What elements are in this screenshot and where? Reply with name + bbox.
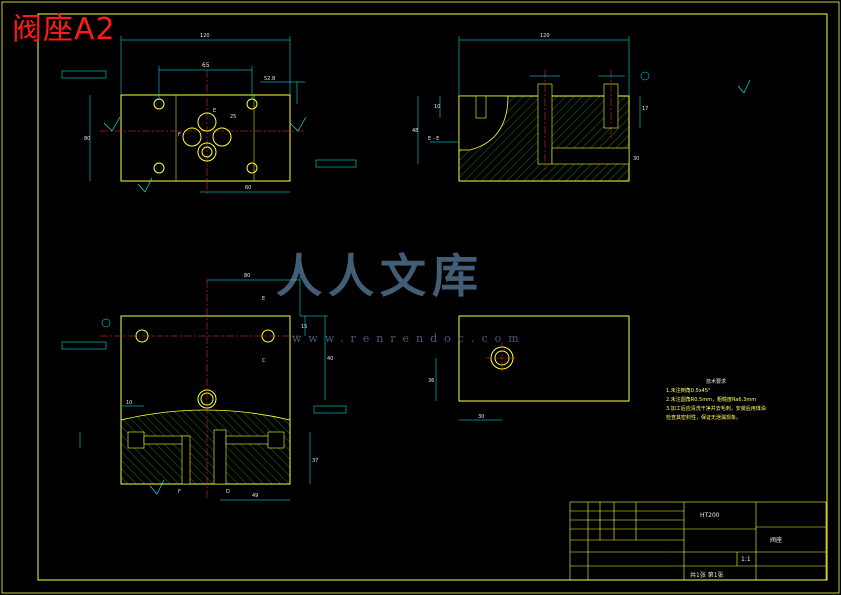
section-dim-30: 30 [633,156,639,162]
roughness-note-symbol [737,79,751,94]
watermark-url: www.renrendoc.com [292,332,526,345]
top-label-f: F [178,132,181,138]
side-dim-30: 30 [478,414,484,420]
top-dim-80: 80 [84,136,90,142]
title-block-part-name: 阀座 [770,537,783,544]
bottom-dim-15: 15 [301,324,307,330]
side-view: 30 36 [428,315,630,421]
top-dim-65: 65 [202,62,210,69]
section-dim-120: 120 [540,33,550,39]
watermark-brand: 人人文库 [276,249,484,303]
top-dim-120: 120 [200,33,210,39]
title-block-scale: 1:1 [741,556,751,563]
side-dim-36: 36 [428,378,434,384]
drawing-title: 阀座A2 [12,12,116,47]
notes-line-3: 3.加工后应清洗干净并去毛刺，安装后用煤油 [666,406,766,412]
top-label-e: E [213,108,216,114]
bottom-dim-80: 80 [244,273,250,279]
title-block [569,501,827,581]
technical-notes: 技术要求 1.未注倒角0.5x45° 2.未注圆角R0.5mm，粗糙度Ra6.3… [666,378,766,423]
title-block-sheet: 共1张 第1张 [690,572,724,579]
notes-heading: 技术要求 [706,379,727,385]
section-dim-17: 17 [642,106,648,112]
bottom-label-e: E [262,296,265,302]
bottom-label-f: F [178,489,181,495]
notes-line-4: 检查其密封性，保证无泄漏现象。 [666,415,742,421]
top-dim-25: 25 [230,114,236,120]
bottom-dim-40: 40 [327,356,333,362]
top-view: 65 120 80 60 52.8 25 E F [61,33,357,195]
notes-line-1: 1.未注倒角0.5x45° [666,388,711,394]
bottom-dim-37: 37 [312,458,318,464]
title-block-material: HT200 [700,512,720,519]
top-dim-60: 60 [245,185,251,191]
bottom-dim-49: 49 [252,493,258,499]
section-dim-10: 10 [434,104,440,110]
top-dim-52-8: 52.8 [264,76,275,82]
bottom-dim-10: 10 [126,400,132,406]
section-view: 120 48 10 17 30 E - E [412,33,650,182]
inner-frame [37,13,828,581]
notes-line-2: 2.未注圆角R0.5mm，粗糙度Ra6.3mm [666,397,757,403]
section-label-ee: E - E [428,136,439,142]
bottom-label-c: C [262,358,266,364]
bottom-view: 80 40 15 37 49 10 E F C D [61,273,347,501]
bottom-label-d: D [226,489,230,495]
section-dim-48: 48 [412,128,418,134]
